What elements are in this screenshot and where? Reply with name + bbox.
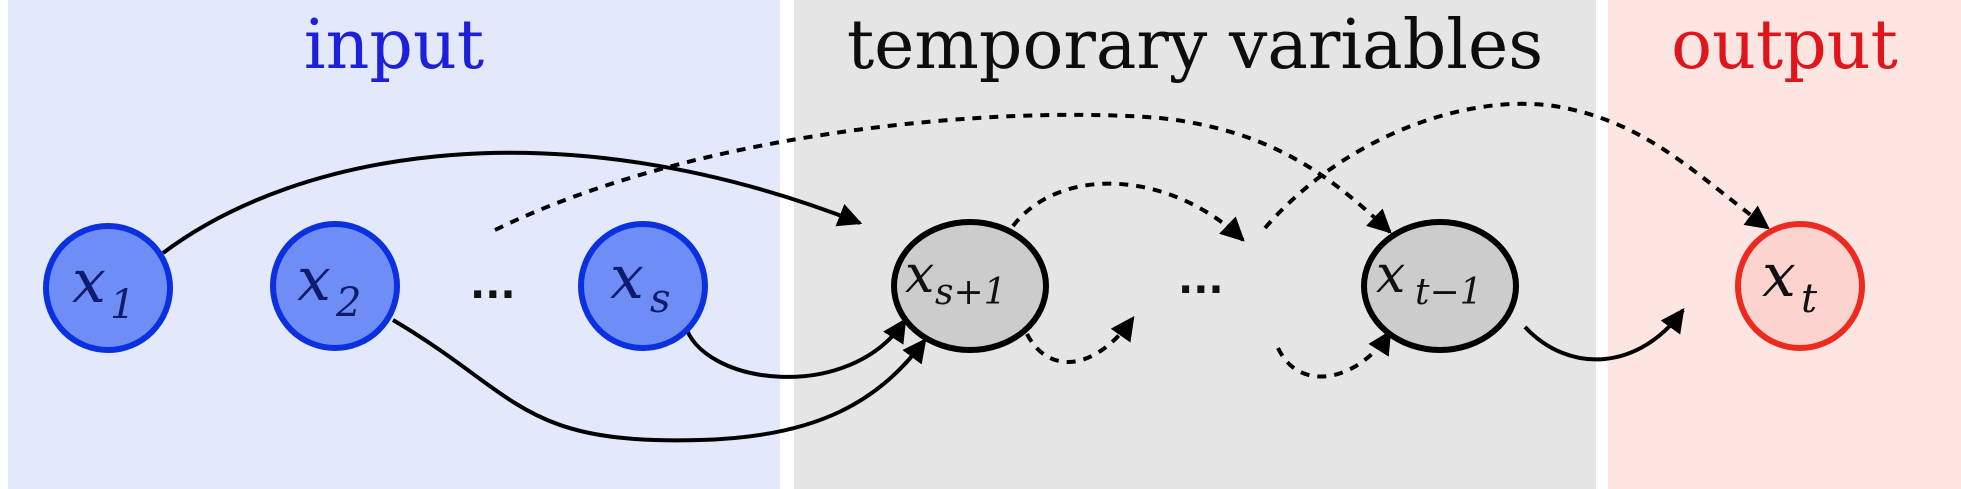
edge-ellipsis-to-xt: [1263, 101, 1770, 230]
edge-xs-to-xt1: [494, 112, 1392, 234]
temporary-ellipsis: ...: [1178, 257, 1224, 303]
node-xs1-base: x: [905, 245, 934, 305]
dashed-edges: [494, 101, 1770, 379]
edge-ellipsis-to-xt1-bottom: [1276, 329, 1392, 379]
node-xt: x t: [1735, 221, 1865, 351]
node-xs-subscript: s: [650, 276, 671, 322]
node-xs1: x s+1: [891, 219, 1049, 353]
node-x1-subscript: 1: [110, 282, 135, 328]
node-x1-base: x: [72, 247, 106, 317]
node-xt-subscript: t: [1801, 276, 1818, 322]
node-xs: x s: [578, 221, 708, 351]
edge-x2-to-xs1: [391, 318, 927, 443]
node-x2: x 2: [270, 221, 400, 351]
output-panel-title: output: [1671, 6, 1898, 85]
temporary-variables-panel-title: temporary variables: [846, 6, 1544, 85]
node-xt1-base: x: [1376, 245, 1405, 305]
input-panel-title: input: [303, 6, 485, 85]
edge-xt1-to-xt: [1523, 308, 1685, 362]
node-x2-base: x: [297, 245, 331, 315]
node-xt-base: x: [1762, 241, 1796, 311]
node-xs-base: x: [610, 243, 644, 313]
node-xs1-subscript: s+1: [935, 272, 1007, 313]
input-ellipsis: ...: [470, 262, 516, 308]
edge-xs-to-xs1: [683, 317, 907, 379]
edge-xs1-to-ellipsis-bottom: [1025, 316, 1135, 364]
edge-x1-to-xs1: [161, 150, 863, 255]
edge-xs1-to-ellipsis-top: [1011, 181, 1245, 242]
node-x2-subscript: 2: [335, 280, 361, 326]
solid-edges: [161, 150, 1685, 443]
node-xt1-subscript: t−1: [1415, 272, 1483, 313]
node-x1: x 1: [43, 223, 173, 353]
node-xt1: x t−1: [1361, 219, 1519, 353]
